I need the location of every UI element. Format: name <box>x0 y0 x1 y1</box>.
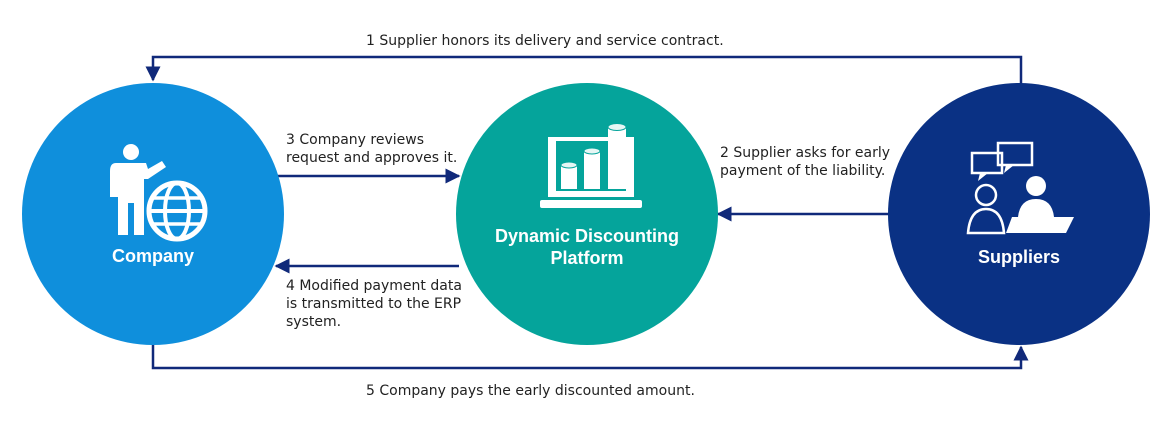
suppliers-label: Suppliers <box>977 247 1061 267</box>
platform-label: Dynamic Discounting Platform <box>494 226 680 268</box>
step-5-text: 5 Company pays the early discounted amou… <box>366 383 695 399</box>
people-conversation-icon <box>966 141 1074 235</box>
step-3-text: 3 Company reviews request and approves i… <box>286 132 458 166</box>
laptop-bar-chart-icon <box>540 123 642 208</box>
platform-node: Dynamic Discounting Platform <box>456 83 718 345</box>
step-1-text: 1 Supplier honors its delivery and servi… <box>366 33 724 49</box>
company-label: Company <box>111 246 194 266</box>
arrow-step-1 <box>145 55 1023 86</box>
step-4-text: 4 Modified payment data is transmitted t… <box>286 278 462 330</box>
suppliers-node: Suppliers <box>888 83 1150 345</box>
company-node: Company <box>22 83 284 345</box>
step-2-text: 2 Supplier asks for early payment of the… <box>720 145 891 179</box>
arrow-step-5 <box>151 344 1029 370</box>
presenter-globe-icon <box>110 144 208 242</box>
